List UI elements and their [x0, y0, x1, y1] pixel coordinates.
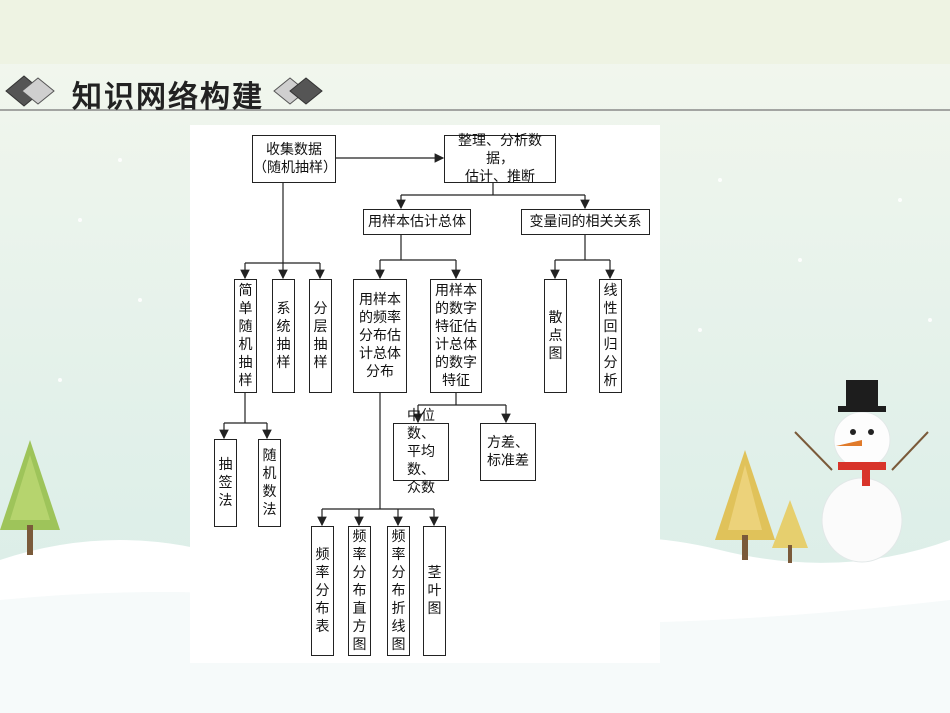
node-frequency-polygon: 频 率 分 布 折 线 图 [387, 526, 410, 656]
diamond-left-icon [5, 75, 55, 107]
node-stem-leaf-plot: 茎 叶 图 [423, 526, 446, 656]
node-linear-regression: 线 性 回 归 分 析 [599, 279, 622, 393]
left-tree-icon [0, 440, 60, 555]
section-header-bar [0, 75, 950, 111]
diamond-right-icon [273, 77, 323, 105]
snowman-icon [794, 380, 929, 563]
right-tree-icon [715, 450, 808, 563]
node-median-mean-mode: 中位数、 平均数、 众数 [393, 408, 449, 496]
node-frequency-distribution-estimate: 用样本 的频率 分布估 计总体 分布 [353, 279, 407, 393]
node-random-number-method: 随 机 数 法 [258, 439, 281, 527]
node-stratified-sampling: 分 层 抽 样 [309, 279, 332, 393]
node-numeric-characteristic-estimate: 用样本 的数字 特征估 计总体 的数字 特征 [430, 279, 482, 393]
node-sample-estimate-population: 用样本估计总体 [363, 209, 471, 235]
node-simple-random-sampling: 简 单 随 机 抽 样 [234, 279, 257, 393]
node-organize-analyze: 整理、分析数据， 估计、推断 [444, 133, 556, 185]
node-lottery-method: 抽 签 法 [214, 439, 237, 527]
node-collect-data: 收集数据 （随机抽样） [252, 135, 337, 183]
node-systematic-sampling: 系 统 抽 样 [272, 279, 295, 393]
page-title: 知识网络构建 [72, 80, 264, 115]
node-variable-correlation: 变量间的相关关系 [521, 209, 650, 235]
connector-lines [219, 153, 615, 527]
node-frequency-histogram: 频 率 分 布 直 方 图 [348, 526, 371, 656]
node-frequency-table: 频 率 分 布 表 [311, 526, 334, 656]
node-variance-std: 方差、 标准差 [480, 423, 536, 481]
knowledge-network-diagram: 收集数据 （随机抽样） 整理、分析数据， 估计、推断 用样本估计总体 变量间的相… [190, 125, 660, 663]
node-scatter-plot: 散 点 图 [544, 279, 567, 393]
